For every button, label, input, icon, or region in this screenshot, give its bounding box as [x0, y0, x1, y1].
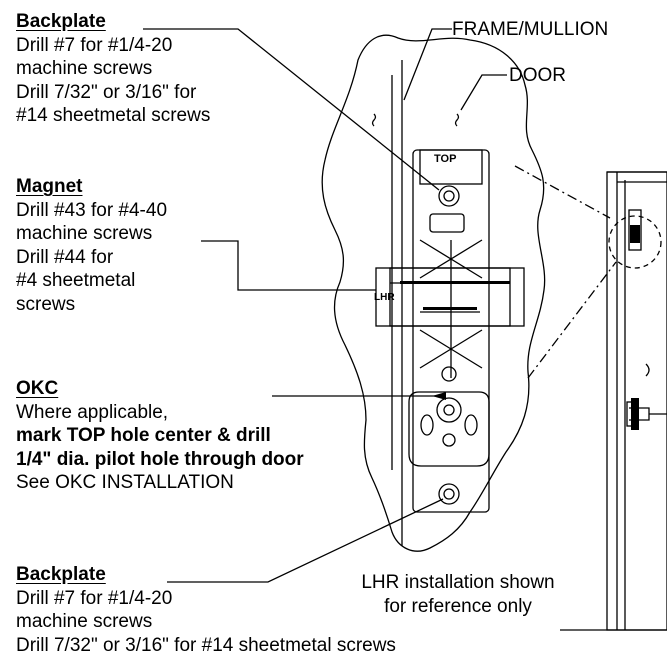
callout-line: #14 sheetmetal screws	[16, 105, 211, 126]
leader-frame-mullion	[403, 28, 452, 101]
magnet-label-band	[400, 281, 510, 284]
door-squiggle	[454, 113, 460, 127]
reference-note: LHR installation shown for reference onl…	[306, 571, 610, 618]
elevation-device-outline	[628, 209, 642, 251]
backplate-top-callout: Backplate Drill #7 for #1/4-20 machine s…	[16, 10, 210, 128]
frame-squiggle	[371, 113, 377, 127]
lhr-marking: LHR	[374, 292, 395, 303]
callout-line: Drill #7 for #1/4-20	[16, 587, 173, 609]
callout-line: Drill 7/32" or 3/16" for #14 sheetmetal …	[16, 634, 396, 656]
leader-backplate-bottom	[167, 498, 444, 583]
door-label: DOOR	[509, 65, 566, 86]
magnet-heading: Magnet	[16, 176, 83, 197]
callout-line: #4 sheetmetal	[16, 270, 136, 291]
backplate-top-tab	[419, 149, 483, 185]
elevation-device-fill	[630, 225, 640, 243]
callout-line: machine screws	[16, 611, 153, 632]
detail-circle	[608, 215, 662, 269]
backplate-mid-hole	[441, 366, 457, 382]
callout-line: machine screws	[16, 223, 153, 244]
callout-line: Where applicable,	[16, 401, 169, 423]
magnet-body	[375, 267, 525, 327]
magnet-callout: Magnet Drill #43 for #4-40 machine screw…	[16, 175, 167, 316]
okc-center-hole	[436, 397, 462, 423]
reference-note-line: LHR installation shown	[361, 572, 555, 593]
okc-arrowhead	[432, 392, 446, 400]
callout-line: See OKC INSTALLATION	[16, 472, 234, 493]
projection-line-lower	[527, 261, 617, 379]
callout-line: machine screws	[16, 58, 153, 79]
okc-callout: OKC Where applicable, mark TOP hole cent…	[16, 377, 304, 495]
projection-line-upper	[514, 165, 611, 219]
backplate-bottom-hole	[438, 483, 460, 505]
frame-mullion-label: FRAME/MULLION	[452, 19, 609, 40]
breakout-outline	[321, 34, 546, 552]
backplate-bottom-heading: Backplate	[16, 564, 106, 585]
callout-line: screws	[16, 293, 76, 315]
leader-magnet	[201, 240, 376, 291]
backplate-bottom-callout: Backplate Drill #7 for #1/4-20 machine s…	[16, 563, 396, 657]
callout-line: Drill #7 for #1/4-20	[16, 34, 173, 56]
top-marking: TOP	[434, 153, 457, 165]
okc-heading: OKC	[16, 378, 59, 399]
callout-line-bold: mark TOP hole center & drill	[16, 425, 271, 446]
callout-line-bold: 1/4" dia. pilot hole through door	[16, 448, 304, 470]
backplate-top-heading: Backplate	[16, 11, 106, 32]
callout-line: Drill 7/32" or 3/16" for	[16, 81, 197, 103]
reference-note-line: for reference only	[384, 595, 532, 617]
okc-cutout	[408, 391, 490, 467]
push-bar-fill	[631, 398, 639, 430]
callout-line: Drill #44 for	[16, 246, 114, 268]
leader-backplate-top	[143, 28, 440, 191]
callout-line: Drill #43 for #4-40	[16, 199, 168, 221]
leader-door	[460, 74, 507, 111]
backplate-top-hole	[438, 185, 460, 207]
